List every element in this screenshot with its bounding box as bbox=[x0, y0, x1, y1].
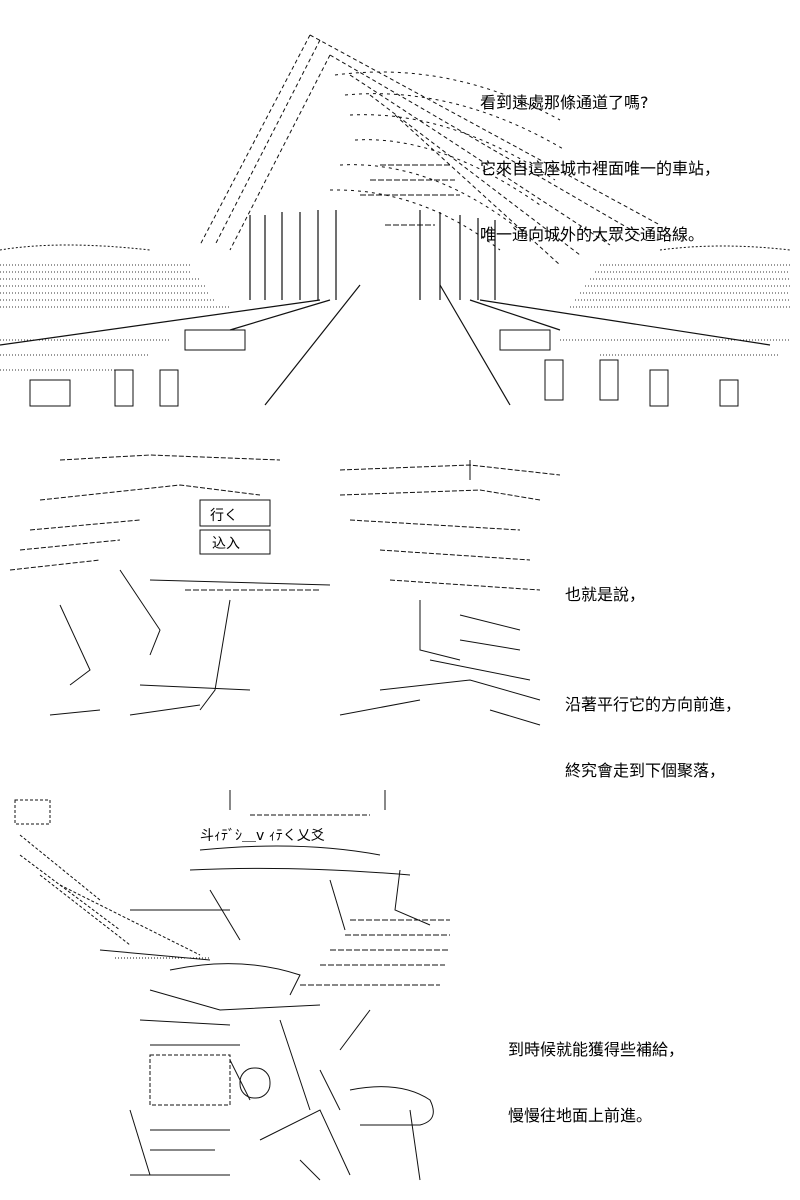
panel-1: 看到遠處那條通道了嗎? 它來自這座城市裡面唯一的車站， 唯一通向城外的大眾交通路… bbox=[0, 0, 800, 420]
caption-line: 沿著平行它的方向前進， bbox=[565, 695, 742, 714]
character-with-backpack-art: 斗ｨﾃﾞｼ＿v ｨﾃく乂爻 bbox=[14, 790, 450, 1181]
panel-3: 斗ｨﾃﾞｼ＿v ｨﾃく乂爻 到時候就能獲得些補給， bbox=[0, 780, 800, 1190]
sign-walk-text: 行く bbox=[210, 508, 238, 524]
shout-text: 斗ｨﾃﾞｼ＿v ｨﾃく乂爻 bbox=[200, 828, 325, 844]
panel-1-caption: 看到遠處那條通道了嗎? 它來自這座城市裡面唯一的車站， 唯一通向城外的大眾交通路… bbox=[480, 48, 720, 290]
characters-walking-art: 行く 込入 bbox=[9, 454, 560, 726]
caption-line: 到時候就能獲得些補給， bbox=[508, 1040, 685, 1059]
panel-2-caption: 也就是說， 沿著平行它的方向前進， 終究會走到下個聚落， bbox=[565, 540, 741, 826]
sign-go-text: 込入 bbox=[212, 536, 240, 552]
panel-2: 行く 込入 也就是說， 沿著平行它的方向前進， 終究會走到下個聚落， bbox=[0, 440, 800, 780]
station-terminal-art bbox=[0, 34, 791, 407]
caption-line: 終究會走到下個聚落， bbox=[565, 761, 726, 780]
caption-line: 慢慢往地面上前進。 bbox=[508, 1106, 653, 1125]
caption-line: 也就是說， bbox=[565, 585, 646, 604]
caption-line: 唯一通向城外的大眾交通路線。 bbox=[480, 225, 705, 244]
caption-line: 它來自這座城市裡面唯一的車站， bbox=[480, 159, 721, 178]
panel-3-caption: 到時候就能獲得些補給， 慢慢往地面上前進。 bbox=[508, 995, 684, 1171]
caption-line: 看到遠處那條通道了嗎? bbox=[480, 93, 649, 112]
